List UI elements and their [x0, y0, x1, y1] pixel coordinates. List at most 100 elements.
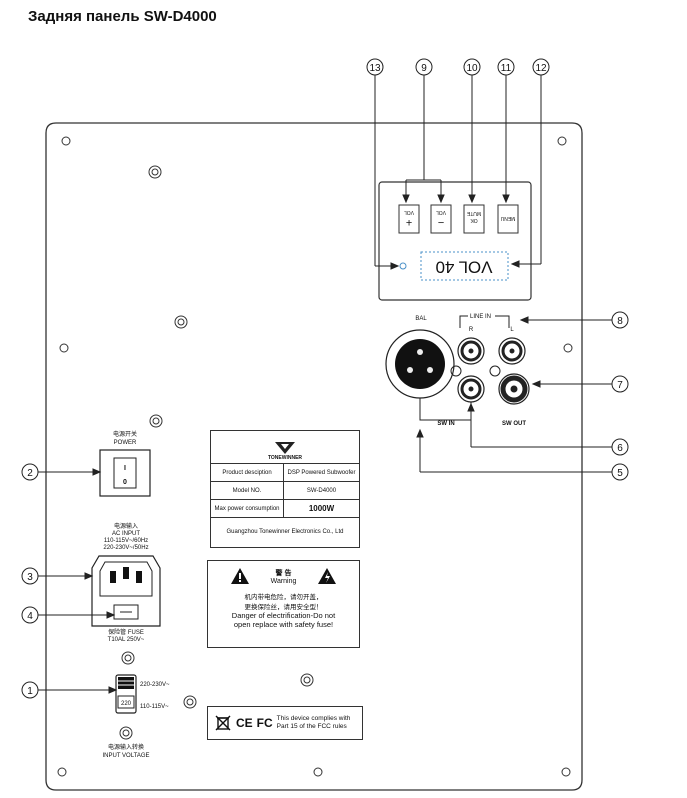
power-en-label: POWER — [114, 440, 137, 446]
callout-circles-top — [366, 58, 550, 76]
display-window — [420, 251, 509, 281]
row3-value: 1000W — [308, 504, 335, 513]
leader-lines-top — [374, 75, 542, 270]
voltage-low-label: 110-115V~ — [140, 704, 169, 710]
callout-6: 6 — [617, 443, 623, 454]
callout-10: 10 — [466, 63, 478, 74]
ac-input-line1: 110-115V~/60Hz — [104, 538, 148, 544]
sw-in-bracket — [419, 398, 472, 421]
warning-triangle-icon — [231, 568, 249, 584]
ir-sensor — [399, 262, 407, 270]
bal-label: BAL — [415, 316, 427, 322]
brand-name: TONEWINNER — [267, 455, 303, 461]
sw-out-jack[interactable] — [498, 373, 530, 405]
row2-value: SW-D4000 — [306, 487, 337, 494]
weee-bin-icon — [215, 715, 231, 731]
vol-plus-label: VOL — [404, 209, 414, 215]
ac-input-cn-label: 电源输入 — [114, 522, 138, 530]
vol-plus-symbol: + — [406, 216, 412, 228]
page-title: Задняя панель SW-D4000 — [28, 8, 217, 25]
row3-label: Max power consumption — [211, 500, 284, 517]
fuse-holder[interactable] — [113, 604, 139, 620]
callout-8: 8 — [617, 316, 623, 327]
mute-label: MUTE — [466, 210, 481, 216]
ac-input-en-label: AC INPUT — [112, 531, 140, 537]
line-in-r-label: R — [469, 327, 474, 333]
vol-minus-symbol: − — [438, 216, 444, 228]
tonewinner-logo-icon — [275, 442, 295, 454]
callout-2: 2 — [27, 468, 33, 479]
power-switch[interactable]: I 0 — [99, 449, 151, 497]
control-panel — [378, 181, 532, 301]
warning-en-title: Warning — [270, 577, 297, 585]
voltage-selector[interactable]: 220 — [115, 674, 137, 714]
warning-cn-title: 警 告 — [275, 569, 292, 577]
electric-shock-icon — [318, 568, 336, 584]
fcc-line2: Part 15 of the FCC rules — [276, 723, 347, 730]
warning-en-line2: open replace with safety fuse! — [233, 620, 334, 629]
sw-in-jack[interactable] — [457, 375, 485, 403]
callout-9: 9 — [421, 63, 427, 74]
small-screw-2 — [489, 365, 501, 377]
ac-inlet[interactable] — [91, 555, 161, 627]
screws — [119, 165, 314, 740]
table-footer: Guangzhou Tonewinner Electronics Co., Lt… — [211, 517, 359, 546]
callout-12: 12 — [535, 63, 547, 74]
row2-label: Model NO. — [211, 482, 284, 499]
warning-label: 警 告 Warning 机内带电危险，请勿开盖， 更换保险丝，请用安全型！ Da… — [207, 560, 360, 648]
vol-minus-label: VOL — [436, 209, 446, 215]
sw-in-label: SW IN — [437, 421, 454, 427]
power-off-mark: 0 — [123, 479, 127, 486]
panel-outline — [45, 122, 583, 791]
table-row: Max power consumption 1000W — [211, 499, 359, 517]
callout-13: 13 — [369, 63, 381, 74]
sw-out-label: SW OUT — [502, 421, 526, 427]
ac-input-line2: 220-230V~/50Hz — [103, 545, 148, 551]
line-in-bracket — [459, 315, 510, 328]
fcc-line1: This device complies with — [276, 715, 351, 723]
voltage-high-label: 220-230V~ — [140, 682, 170, 688]
vol-plus-button[interactable]: + VOL — [398, 204, 420, 234]
voltage-en-label: INPUT VOLTAGE — [102, 753, 149, 759]
callout-circles-left — [21, 463, 39, 699]
mounting-holes — [57, 136, 573, 777]
power-on-mark: I — [124, 465, 126, 472]
callout-7: 7 — [617, 380, 623, 391]
compliance-label: CE FC This device complies with Part 15 … — [207, 706, 363, 740]
small-screw-1 — [450, 365, 462, 377]
mute-ok-button[interactable]: OK MUTE — [463, 204, 485, 234]
callout-3: 3 — [27, 572, 33, 583]
menu-label: MENU — [500, 215, 515, 221]
vol-minus-button[interactable]: − VOL — [430, 204, 452, 234]
ok-label: OK — [470, 217, 478, 223]
menu-button[interactable]: MENU — [497, 204, 519, 234]
line-in-l-jack[interactable] — [498, 337, 526, 365]
line-in-r-jack[interactable] — [457, 337, 485, 365]
ce-mark: CE — [236, 716, 253, 730]
callout-5: 5 — [617, 468, 623, 479]
warning-cn-line2: 更换保险丝，请用安全型！ — [244, 604, 323, 611]
callout-circles-right — [611, 311, 629, 481]
line-in-label: LINE IN — [470, 314, 491, 320]
callout-11: 11 — [501, 63, 512, 74]
warning-cn-line1: 机内带电危险，请勿开盖， — [244, 594, 323, 601]
leader-lines-left — [38, 468, 118, 694]
row1-value: DSP Powered Subwoofer — [287, 469, 356, 476]
fuse-label: 保险管 FUSE — [108, 628, 144, 636]
callout-4: 4 — [27, 611, 33, 622]
table-row: Model NO. SW-D4000 — [211, 481, 359, 499]
line-in-l-label: L — [510, 327, 514, 333]
xlr-connector[interactable] — [385, 329, 455, 399]
power-cn-label: 电源开关 — [113, 430, 137, 438]
table-header: TONEWINNER — [211, 431, 359, 463]
fuse-rating: T10AL 250V~ — [108, 637, 145, 643]
leader-lines-right — [416, 316, 612, 473]
row1-label: Product desciption — [211, 464, 284, 481]
product-info-table: TONEWINNER Product desciption DSP Powere… — [210, 430, 360, 548]
callout-1: 1 — [27, 686, 33, 697]
fcc-mark: FC — [256, 716, 273, 730]
voltage-cn-label: 电源输入转换 — [108, 743, 144, 751]
warning-en-line1: Danger of electrification-Do not — [231, 611, 336, 620]
voltage-value: 220 — [121, 701, 132, 707]
